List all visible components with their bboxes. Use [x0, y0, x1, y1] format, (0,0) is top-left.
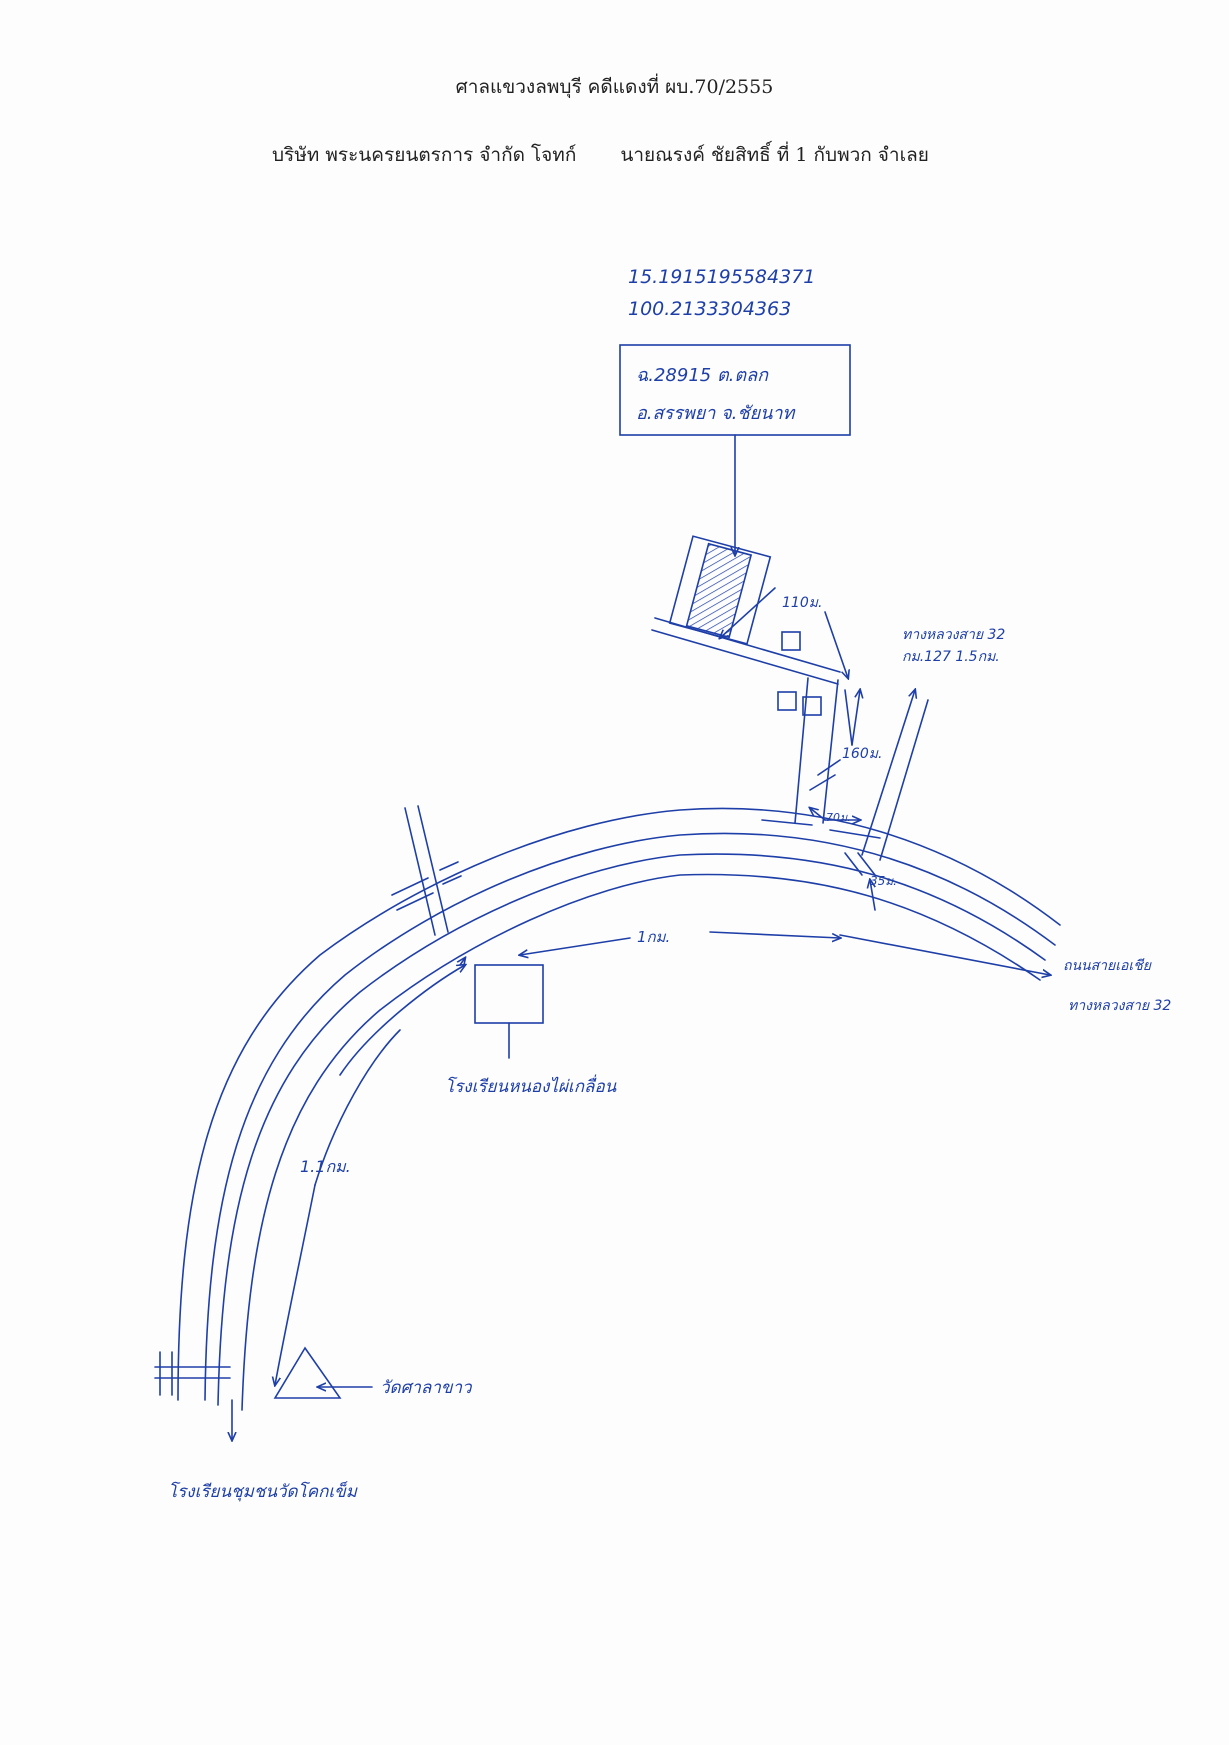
highway-top-line-1: ทางหลวงสาย 32 — [902, 627, 1006, 643]
main-road-inner-1 — [204, 832, 1056, 1401]
distance-70m: 70ม. — [826, 811, 851, 824]
school-middle-label: โรงเรียนหนองไผ่เกลื่อน — [445, 1077, 617, 1097]
highway-right-line-1: ถนนสายเอเชีย — [1063, 958, 1151, 974]
side-road-left-2 — [417, 805, 449, 933]
highway-top-line-2: กม.127 1.5กม. — [902, 649, 1000, 665]
main-road-outer — [177, 807, 1061, 1401]
distance-160m: 160ม. — [842, 746, 883, 762]
defendant-text: นายณรงค์ ชัยสิทธิ์ ที่ 1 กับพวก จำเลย — [620, 144, 929, 166]
deed-line-2: อ.สรรพยา จ.ชัยนาท — [636, 403, 795, 424]
distance-35m: 35ม. — [870, 874, 897, 888]
school-bottom-label: โรงเรียนชุมชนวัดโคกเข็ม — [168, 1482, 358, 1502]
longitude-label: 100.2133304363 — [628, 298, 792, 320]
parties-line: บริษัท พระนครยนตรการ จำกัด โจทก์ นายณรงค… — [272, 140, 929, 170]
distance-1km: 1กม. — [637, 928, 671, 946]
distance-1-1km: 1.1กม. — [300, 1157, 351, 1176]
plaintiff-text: บริษัท พระนครยนตรการ จำกัด โจทก์ — [272, 144, 577, 166]
court-case-title: ศาลแขวงลพบุรี คดีแดงที่ ผบ.70/2555 — [455, 76, 774, 98]
distance-110m: 110ม. — [782, 595, 823, 611]
temple-label: วัดศาลาขาว — [380, 1378, 472, 1398]
side-road-left-1 — [404, 807, 436, 936]
main-road-inner-3 — [241, 873, 1041, 1411]
deed-line-1: ฉ.28915 ต.ตลก — [636, 365, 768, 386]
main-road-inner-2 — [217, 853, 1046, 1406]
highway-right-line-2: ทางหลวงสาย 32 — [1068, 998, 1172, 1014]
latitude-label: 15.1915195584371 — [628, 266, 816, 288]
